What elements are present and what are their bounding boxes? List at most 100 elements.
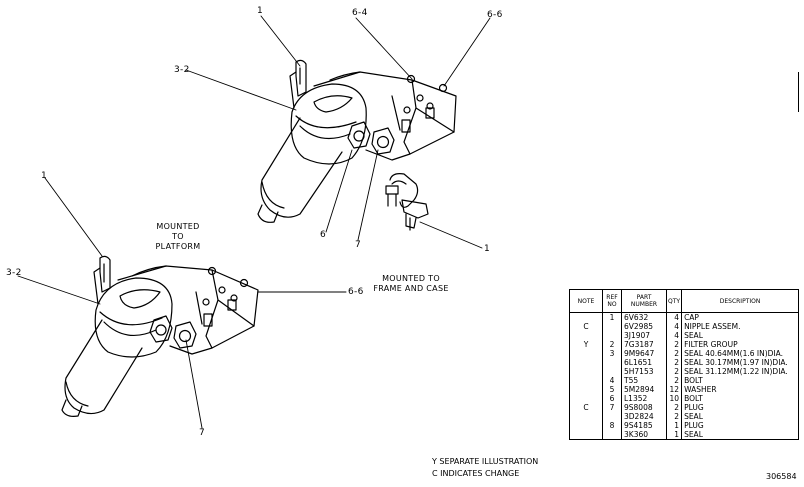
cell-note [569, 421, 603, 430]
cell-part-number: 3K360 [621, 430, 667, 440]
cell-qty: 4 [665, 312, 683, 322]
cell-part-number: L1352 [621, 394, 667, 403]
cell-description: SEAL [681, 331, 799, 340]
callout-7-top: 7 [355, 240, 362, 250]
cell-ref-no: 7 [602, 403, 622, 412]
cell-note [569, 376, 603, 385]
cell-part-number: 6V2985 [621, 322, 667, 331]
cell-qty: 2 [665, 367, 683, 376]
header-qty: QTY [665, 289, 683, 313]
cell-qty: 10 [665, 394, 683, 403]
top-filter-assembly [257, 59, 457, 223]
cell-qty: 2 [665, 403, 683, 412]
cell-ref-no: 8 [602, 421, 622, 430]
cell-part-number: T55 [621, 376, 667, 385]
cell-qty: 4 [665, 322, 683, 331]
callout-6-top: 6 [320, 230, 327, 240]
cell-ref-no [602, 331, 622, 340]
cell-description: SEAL [681, 430, 799, 440]
cell-note [569, 430, 603, 440]
cell-part-number: 9S4185 [621, 421, 667, 430]
cell-description: NIPPLE ASSEM. [681, 322, 799, 331]
callout-1-left: 1 [41, 171, 48, 181]
cell-part-number: 7G3187 [621, 340, 667, 349]
cell-ref-no [602, 322, 622, 331]
cell-ref-no: 6 [602, 394, 622, 403]
cell-description: SEAL [681, 412, 799, 421]
cell-note: Y [569, 340, 603, 349]
cell-qty: 2 [665, 340, 683, 349]
cell-qty: 2 [665, 349, 683, 358]
cell-description: BOLT [681, 376, 799, 385]
note-mounted-to-frame: MOUNTED TO FRAME AND CASE [370, 274, 452, 294]
table-header-row: NOTE REF NO PART NUMBER QTY DESCRIPTION [569, 289, 799, 313]
cell-note [569, 412, 603, 421]
cell-part-number: 9S8008 [621, 403, 667, 412]
cell-part-number: 5H7153 [621, 367, 667, 376]
cell-ref-no: 4 [602, 376, 622, 385]
page-edge-mark [798, 72, 799, 112]
header-ref-no: REF NO [602, 289, 622, 313]
cell-part-number: 6V632 [621, 312, 667, 322]
legend-separate-illustration: Y SEPARATE ILLUSTRATION [432, 457, 539, 466]
callout-6-6-left: 6-6 [348, 287, 364, 297]
note-line: MOUNTED [156, 222, 200, 231]
legend-indicates-change: C INDICATES CHANGE [432, 469, 520, 478]
cell-ref-no: 3 [602, 349, 622, 358]
cell-ref-no: 2 [602, 340, 622, 349]
top-leader-lines [185, 15, 491, 249]
callout-6-4: 6-4 [352, 8, 368, 18]
cell-note [569, 349, 603, 358]
cell-note: C [569, 322, 603, 331]
cell-qty: 2 [665, 412, 683, 421]
note-line: PLATFORM [155, 242, 201, 251]
header-note: NOTE [569, 289, 603, 313]
cell-part-number: 9M9647 [621, 349, 667, 358]
cell-description: SEAL 31.12MM(1.22 IN)DIA. [681, 367, 799, 376]
header-description: DESCRIPTION [681, 289, 799, 313]
cell-ref-no [602, 430, 622, 440]
callout-3-2-top: 3-2 [174, 65, 190, 75]
cell-description: PLUG [681, 421, 799, 430]
callout-6-6-top: 6-6 [487, 10, 503, 20]
cell-ref-no [602, 412, 622, 421]
cell-qty: 2 [665, 358, 683, 367]
cell-note [569, 312, 603, 322]
cell-note [569, 394, 603, 403]
note-line: MOUNTED TO [382, 274, 440, 283]
nipple-cap-fitting [385, 173, 429, 231]
callout-1-top: 1 [257, 6, 264, 16]
cell-description: CAP [681, 312, 799, 322]
cell-qty: 4 [665, 331, 683, 340]
cell-description: SEAL 40.64MM(1.6 IN)DIA. [681, 349, 799, 358]
cell-note [569, 331, 603, 340]
note-line: TO [172, 232, 184, 241]
cell-description: BOLT [681, 394, 799, 403]
cell-qty: 1 [665, 421, 683, 430]
cell-note [569, 358, 603, 367]
cell-qty: 2 [665, 376, 683, 385]
cell-part-number: 3D2824 [621, 412, 667, 421]
cell-ref-no: 5 [602, 385, 622, 394]
note-mounted-to-platform: MOUNTED TO PLATFORM [150, 222, 206, 252]
header-part-number: PART NUMBER [621, 289, 667, 313]
document-number: 306584 [766, 472, 797, 481]
cell-description: WASHER [681, 385, 799, 394]
cell-note [569, 385, 603, 394]
cell-qty: 12 [665, 385, 683, 394]
cell-ref-no [602, 358, 622, 367]
